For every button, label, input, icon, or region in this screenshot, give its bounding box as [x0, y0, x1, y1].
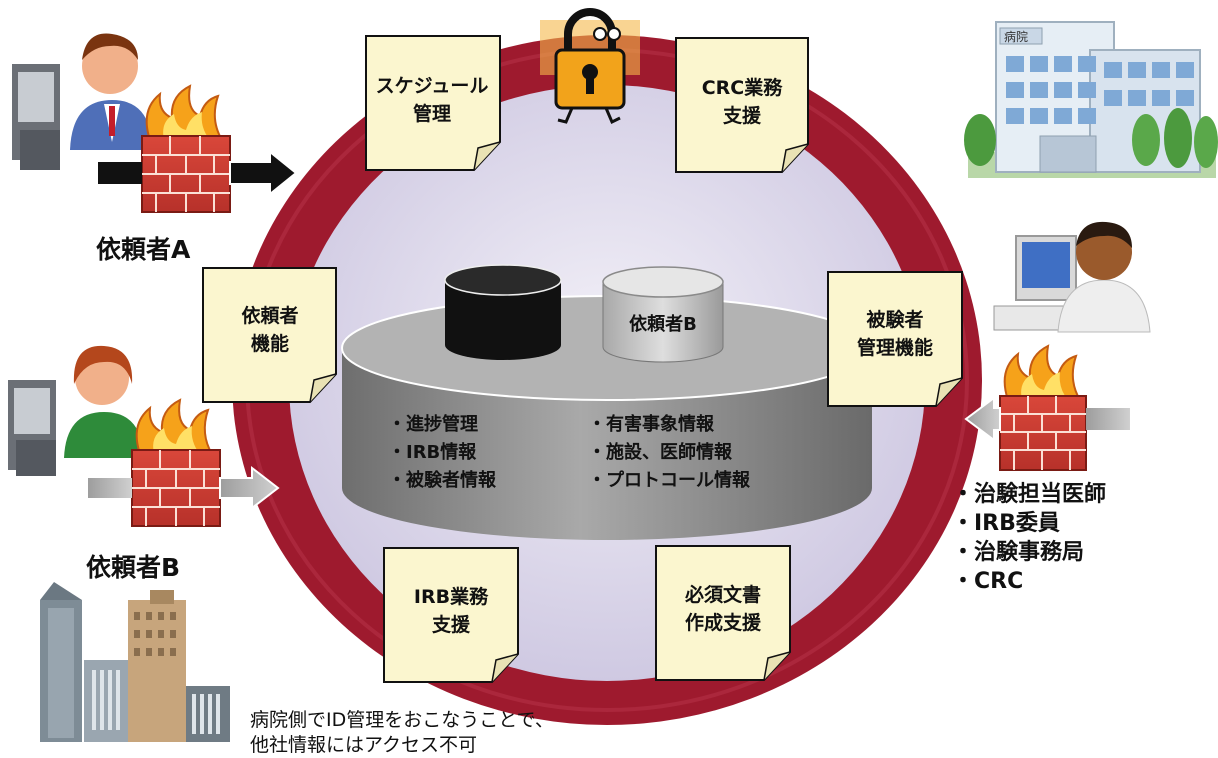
- hospital-sign: 病院: [1004, 29, 1028, 44]
- note-line: 被験者: [866, 308, 923, 331]
- hospital-staff-icon: [993, 221, 1151, 333]
- db-item: ・プロトコール情報: [588, 469, 751, 491]
- note-line: 支援: [722, 104, 762, 127]
- city-buildings-icon: [40, 582, 230, 742]
- arrow-b-icon: [88, 465, 280, 511]
- note-line: 依頼者: [241, 304, 298, 327]
- note-schedule: スケジュール 管理: [365, 35, 501, 171]
- note-line: 作成支援: [685, 611, 762, 634]
- database-requester-b-icon: 依頼者B: [602, 266, 724, 363]
- caption-line: 他社情報にはアクセス不可: [250, 734, 478, 756]
- note-line: 機能: [251, 332, 289, 355]
- note-line: 管理: [413, 102, 451, 125]
- padlock-icon: [540, 8, 640, 125]
- note-crc-support: CRC業務 支援: [675, 37, 809, 173]
- requester-a-person-icon: [12, 33, 152, 170]
- requester-a-label: 依頼者A: [96, 235, 191, 264]
- note-irb-support: IRB業務 支援: [383, 547, 519, 683]
- note-line: CRC業務: [702, 76, 784, 99]
- role-item: ・IRB委員: [952, 511, 1060, 536]
- caption-line: 病院側でID管理をおこなうことで、: [250, 709, 554, 731]
- requester-b-person-icon: [8, 345, 144, 476]
- role-item: ・治験事務局: [952, 540, 1085, 565]
- caption: 病院側でID管理をおこなうことで、 他社情報にはアクセス不可: [250, 708, 554, 758]
- db-item: ・進捗管理: [388, 413, 478, 435]
- db-item: ・施設、医師情報: [588, 441, 733, 463]
- note-subject-management: 被験者 管理機能: [827, 271, 963, 407]
- note-line: IRB業務: [414, 585, 489, 608]
- small-db-label: 依頼者B: [629, 313, 697, 335]
- requester-b-label: 依頼者B: [86, 553, 180, 582]
- db-item: ・被験者情報: [388, 469, 497, 491]
- db-item: ・有害事象情報: [588, 413, 715, 435]
- note-line: スケジュール: [376, 75, 489, 97]
- firewall-hospital-icon: [999, 344, 1087, 471]
- arrow-a-icon: [98, 149, 298, 197]
- system-diagram: 依頼者B ・進捗管理 ・IRB情報 ・被験者情報 ・有害事象情報 ・施設、医師情…: [8, 8, 1218, 742]
- note-line: 支援: [431, 613, 471, 636]
- firewall-a-icon: [141, 84, 231, 213]
- hospital-roles-list: ・治験担当医師 ・IRB委員 ・治験事務局 ・CRC: [952, 480, 1106, 596]
- arrow-hospital-icon: [964, 396, 1130, 442]
- role-item: ・治験担当医師: [952, 482, 1107, 507]
- hospital-building-icon: 病院: [964, 21, 1218, 178]
- note-line: 必須文書: [684, 583, 761, 606]
- firewall-b-icon: [131, 398, 221, 527]
- note-document-support: 必須文書 作成支援: [655, 545, 791, 681]
- role-item: ・CRC: [952, 569, 1024, 594]
- note-requester-function: 依頼者 機能: [202, 267, 337, 403]
- database-black-icon: [444, 264, 562, 360]
- note-line: 管理機能: [857, 336, 933, 359]
- db-item: ・IRB情報: [388, 441, 477, 463]
- database-items: ・進捗管理 ・IRB情報 ・被験者情報 ・有害事象情報 ・施設、医師情報 ・プロ…: [388, 413, 751, 491]
